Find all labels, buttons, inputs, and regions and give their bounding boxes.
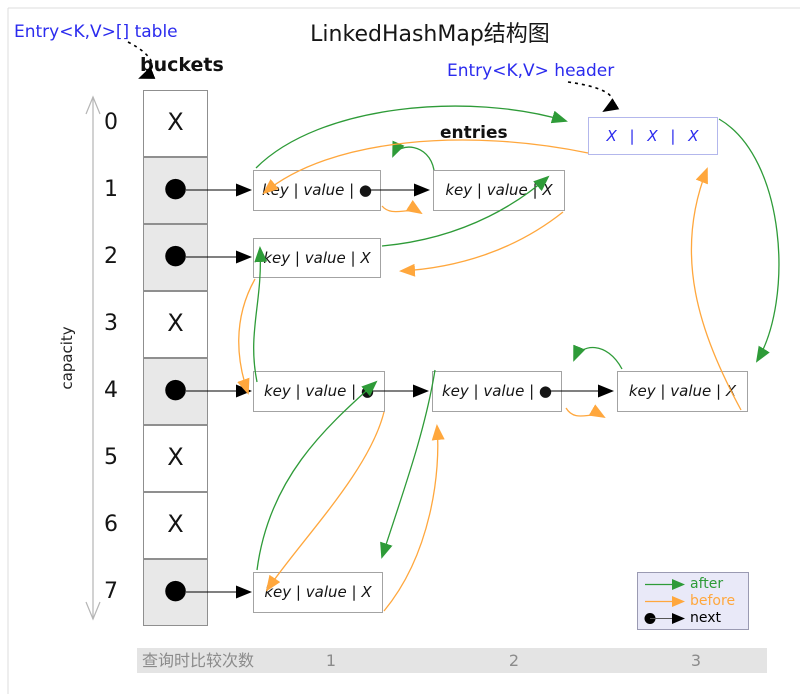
bucket-index-2: 2 — [104, 244, 118, 269]
bucket-cell-0: X — [143, 90, 208, 157]
comparison-count-1: 1 — [325, 651, 337, 670]
entry-box-bucket1-first: key | value | ● — [253, 170, 381, 211]
before-arrow-e4b-to-e4c — [565, 404, 606, 419]
page-title: LinkedHashMap结构图 — [310, 22, 550, 47]
after-arrow-e4b-to-e7a — [380, 369, 436, 559]
bucket-cell-5: X — [143, 425, 208, 492]
legend-after-label: after — [690, 576, 724, 592]
before-arrow-e1a-to-e1b — [381, 200, 423, 215]
before-arrow-e7a-to-e4b — [383, 424, 445, 612]
after-arrow-e1b-to-e1a — [392, 140, 435, 171]
buckets-label: buckets — [140, 54, 224, 76]
bucket-index-1: 1 — [104, 177, 118, 202]
legend-row-next: next — [644, 610, 748, 627]
pointer-dot: ● — [163, 574, 188, 605]
legend-row-after: after — [644, 576, 748, 593]
bucket-cell-7: ● — [143, 559, 208, 626]
bucket-index-6: 6 — [104, 512, 118, 537]
after-line-icon — [645, 579, 685, 590]
comparison-count-bar: 查询时比较次数 1 2 3 — [137, 648, 767, 673]
pointer-dot: ● — [163, 373, 188, 404]
table-label: Entry<K,V>[] table — [14, 22, 178, 42]
entry-box-bucket4-first: key | value | ● — [253, 371, 385, 412]
bucket-index-3: 3 — [104, 311, 118, 336]
before-arrow-e1b-to-e2a — [399, 211, 564, 277]
after-arrow-e1a-to-header — [255, 105, 568, 169]
header-ref-dashed-arrow — [567, 81, 620, 113]
legend: after before next — [637, 572, 749, 630]
comparison-count-2: 2 — [508, 651, 520, 670]
entry-box-bucket4-second: key | value | ● — [432, 371, 562, 412]
header-entry-box: X | X | X — [588, 117, 718, 155]
bucket-index-5: 5 — [104, 445, 118, 470]
comparison-count-label: 查询时比较次数 — [142, 651, 255, 670]
comparison-count-3: 3 — [690, 651, 702, 670]
after-arrow-header-to-e4c — [718, 118, 780, 363]
bucket-cell-6: X — [143, 492, 208, 559]
pointer-dot: ● — [163, 172, 188, 203]
entry-box-bucket7-first: key | value | X — [253, 572, 383, 613]
capacity-arrow — [85, 95, 101, 621]
legend-row-before: before — [644, 593, 748, 610]
before-arrow-e4a-to-e7a — [265, 411, 385, 592]
pointer-dot: ● — [163, 239, 188, 270]
empty-slot-mark: X — [167, 309, 184, 337]
entry-box-bucket2-first: key | value | X — [253, 238, 381, 278]
legend-next-label: next — [690, 610, 722, 626]
empty-slot-mark: X — [167, 443, 184, 471]
entry-box-bucket1-second: key | value | X — [433, 170, 565, 211]
bucket-index-4: 4 — [104, 378, 118, 403]
empty-slot-mark: X — [167, 108, 184, 136]
capacity-label: capacity — [58, 326, 76, 390]
bucket-index-7: 7 — [104, 579, 118, 604]
bucket-index-0: 0 — [104, 110, 118, 135]
entry-box-bucket4-third: key | value | X — [617, 371, 748, 412]
after-arrow-e4c-to-e4b — [573, 344, 623, 370]
bucket-cell-1: ● — [143, 157, 208, 224]
bucket-cell-3: X — [143, 291, 208, 358]
bucket-cell-4: ● — [143, 358, 208, 425]
next-line-icon — [644, 613, 685, 624]
header-label: Entry<K,V> header — [447, 61, 615, 81]
entries-label: entries — [440, 123, 508, 143]
empty-slot-mark: X — [167, 510, 184, 538]
legend-before-label: before — [690, 593, 736, 609]
before-line-icon — [645, 596, 685, 607]
bucket-cell-2: ● — [143, 224, 208, 291]
